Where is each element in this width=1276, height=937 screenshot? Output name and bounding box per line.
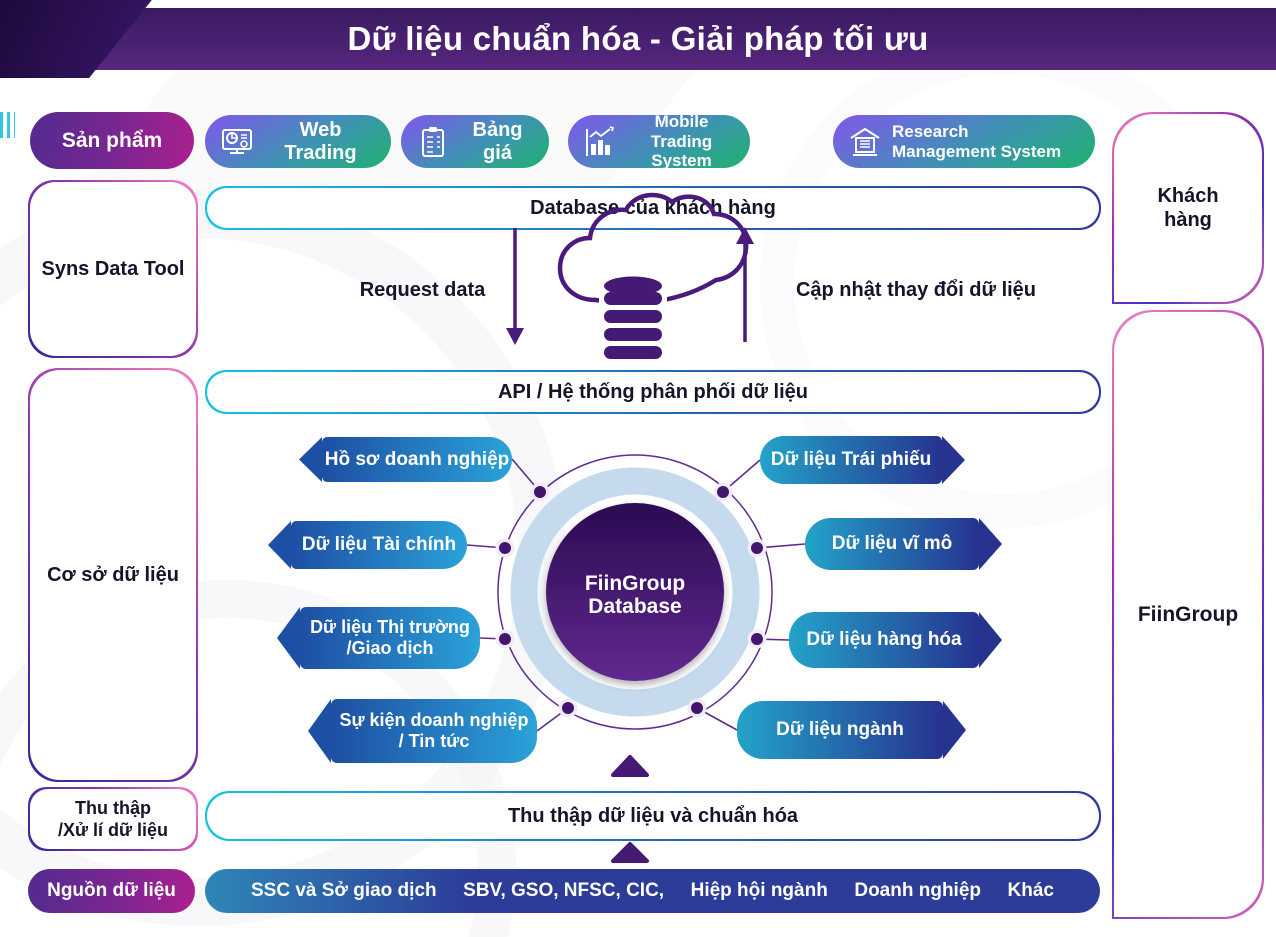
products-rail-label: Sản phẩm [30, 112, 194, 169]
monitor-chart-icon [219, 124, 255, 160]
source-item: Doanh nghiệp [854, 880, 981, 901]
category-bond-data: Dữ liệu Trái phiếu [760, 436, 942, 484]
product-mobile-trading: Mobile Trading System [568, 112, 750, 171]
building-icon [847, 124, 883, 160]
collect-process-box: Thu thập /Xử lí dữ liệu [28, 787, 198, 851]
fiingroup-label: FiinGroup [1114, 312, 1262, 917]
api-distribution-bar: API / Hệ thống phân phối dữ liệu [205, 370, 1101, 414]
product-label: Bảng giá [472, 118, 523, 164]
source-item: Khác [1007, 880, 1054, 901]
category-industry-data: Dữ liệu ngành [737, 701, 943, 759]
fiingroup-box: FiinGroup [1112, 310, 1264, 919]
request-data-label: Request data [359, 279, 486, 301]
update-data-label: Cập nhật thay đổi dữ liệu [795, 279, 1037, 301]
syns-data-tool-label: Syns Data Tool [30, 182, 196, 356]
down-arrow-icon [506, 228, 524, 345]
product-research-management: Research Management System [833, 115, 1095, 168]
product-label: Mobile Trading System [650, 112, 713, 171]
customer-box: Khách hàng [1112, 112, 1264, 304]
category-financial-data: Dữ liệu Tài chính [291, 521, 467, 569]
category-market-trading-data: Dữ liệu Thị trường /Giao dịch [300, 607, 480, 669]
price-board-icon [415, 124, 451, 160]
database-rail-box: Cơ sở dữ liệu [28, 368, 198, 782]
sources-rail-label: Nguồn dữ liệu [28, 869, 195, 913]
bar-chart-icon [582, 124, 618, 160]
source-item: Hiệp hội ngành [690, 880, 828, 901]
page-title: Dữ liệu chuẩn hóa - Giải pháp tối ưu [347, 20, 929, 57]
customer-database-label: Database của khách hàng [207, 188, 1099, 228]
api-distribution-label: API / Hệ thống phân phối dữ liệu [207, 372, 1099, 412]
up-arrow-icon [736, 227, 754, 342]
customer-label: Khách hàng [1114, 114, 1262, 302]
product-web-trading: Web Trading [205, 115, 391, 168]
data-sources-bar: SSC và Sở giao dịch SBV, GSO, NFSC, CIC,… [205, 869, 1100, 913]
hub-database-label: FiinGroup Database [584, 572, 686, 619]
product-bang-gia: Bảng giá [401, 115, 549, 168]
product-label: Research Management System [892, 121, 1062, 161]
triangle-up-icon [611, 842, 649, 863]
collect-standardize-bar: Thu thập dữ liệu và chuẩn hóa [205, 791, 1101, 841]
triangle-up-icon [611, 755, 649, 777]
category-commodity-data: Dữ liệu hàng hóa [789, 612, 979, 668]
header-band [0, 8, 1276, 70]
customer-database-bar: Database của khách hàng [205, 186, 1101, 230]
collect-process-label: Thu thập /Xử lí dữ liệu [30, 789, 196, 849]
syns-data-tool-box: Syns Data Tool [28, 180, 198, 358]
source-item: SBV, GSO, NFSC, CIC, [463, 880, 665, 901]
product-label: Web Trading [284, 118, 357, 164]
source-item: SSC và Sở giao dịch [251, 880, 437, 901]
database-rail-label: Cơ sở dữ liệu [30, 370, 196, 780]
category-corporate-events-news: Sự kiện doanh nghiệp / Tin tức [331, 699, 537, 763]
category-company-profile: Hồ sơ doanh nghiệp [322, 437, 512, 482]
hash-marks-decoration [0, 112, 15, 138]
collect-standardize-label: Thu thập dữ liệu và chuẩn hóa [207, 793, 1099, 839]
category-macro-data: Dữ liệu vĩ mô [805, 518, 979, 570]
